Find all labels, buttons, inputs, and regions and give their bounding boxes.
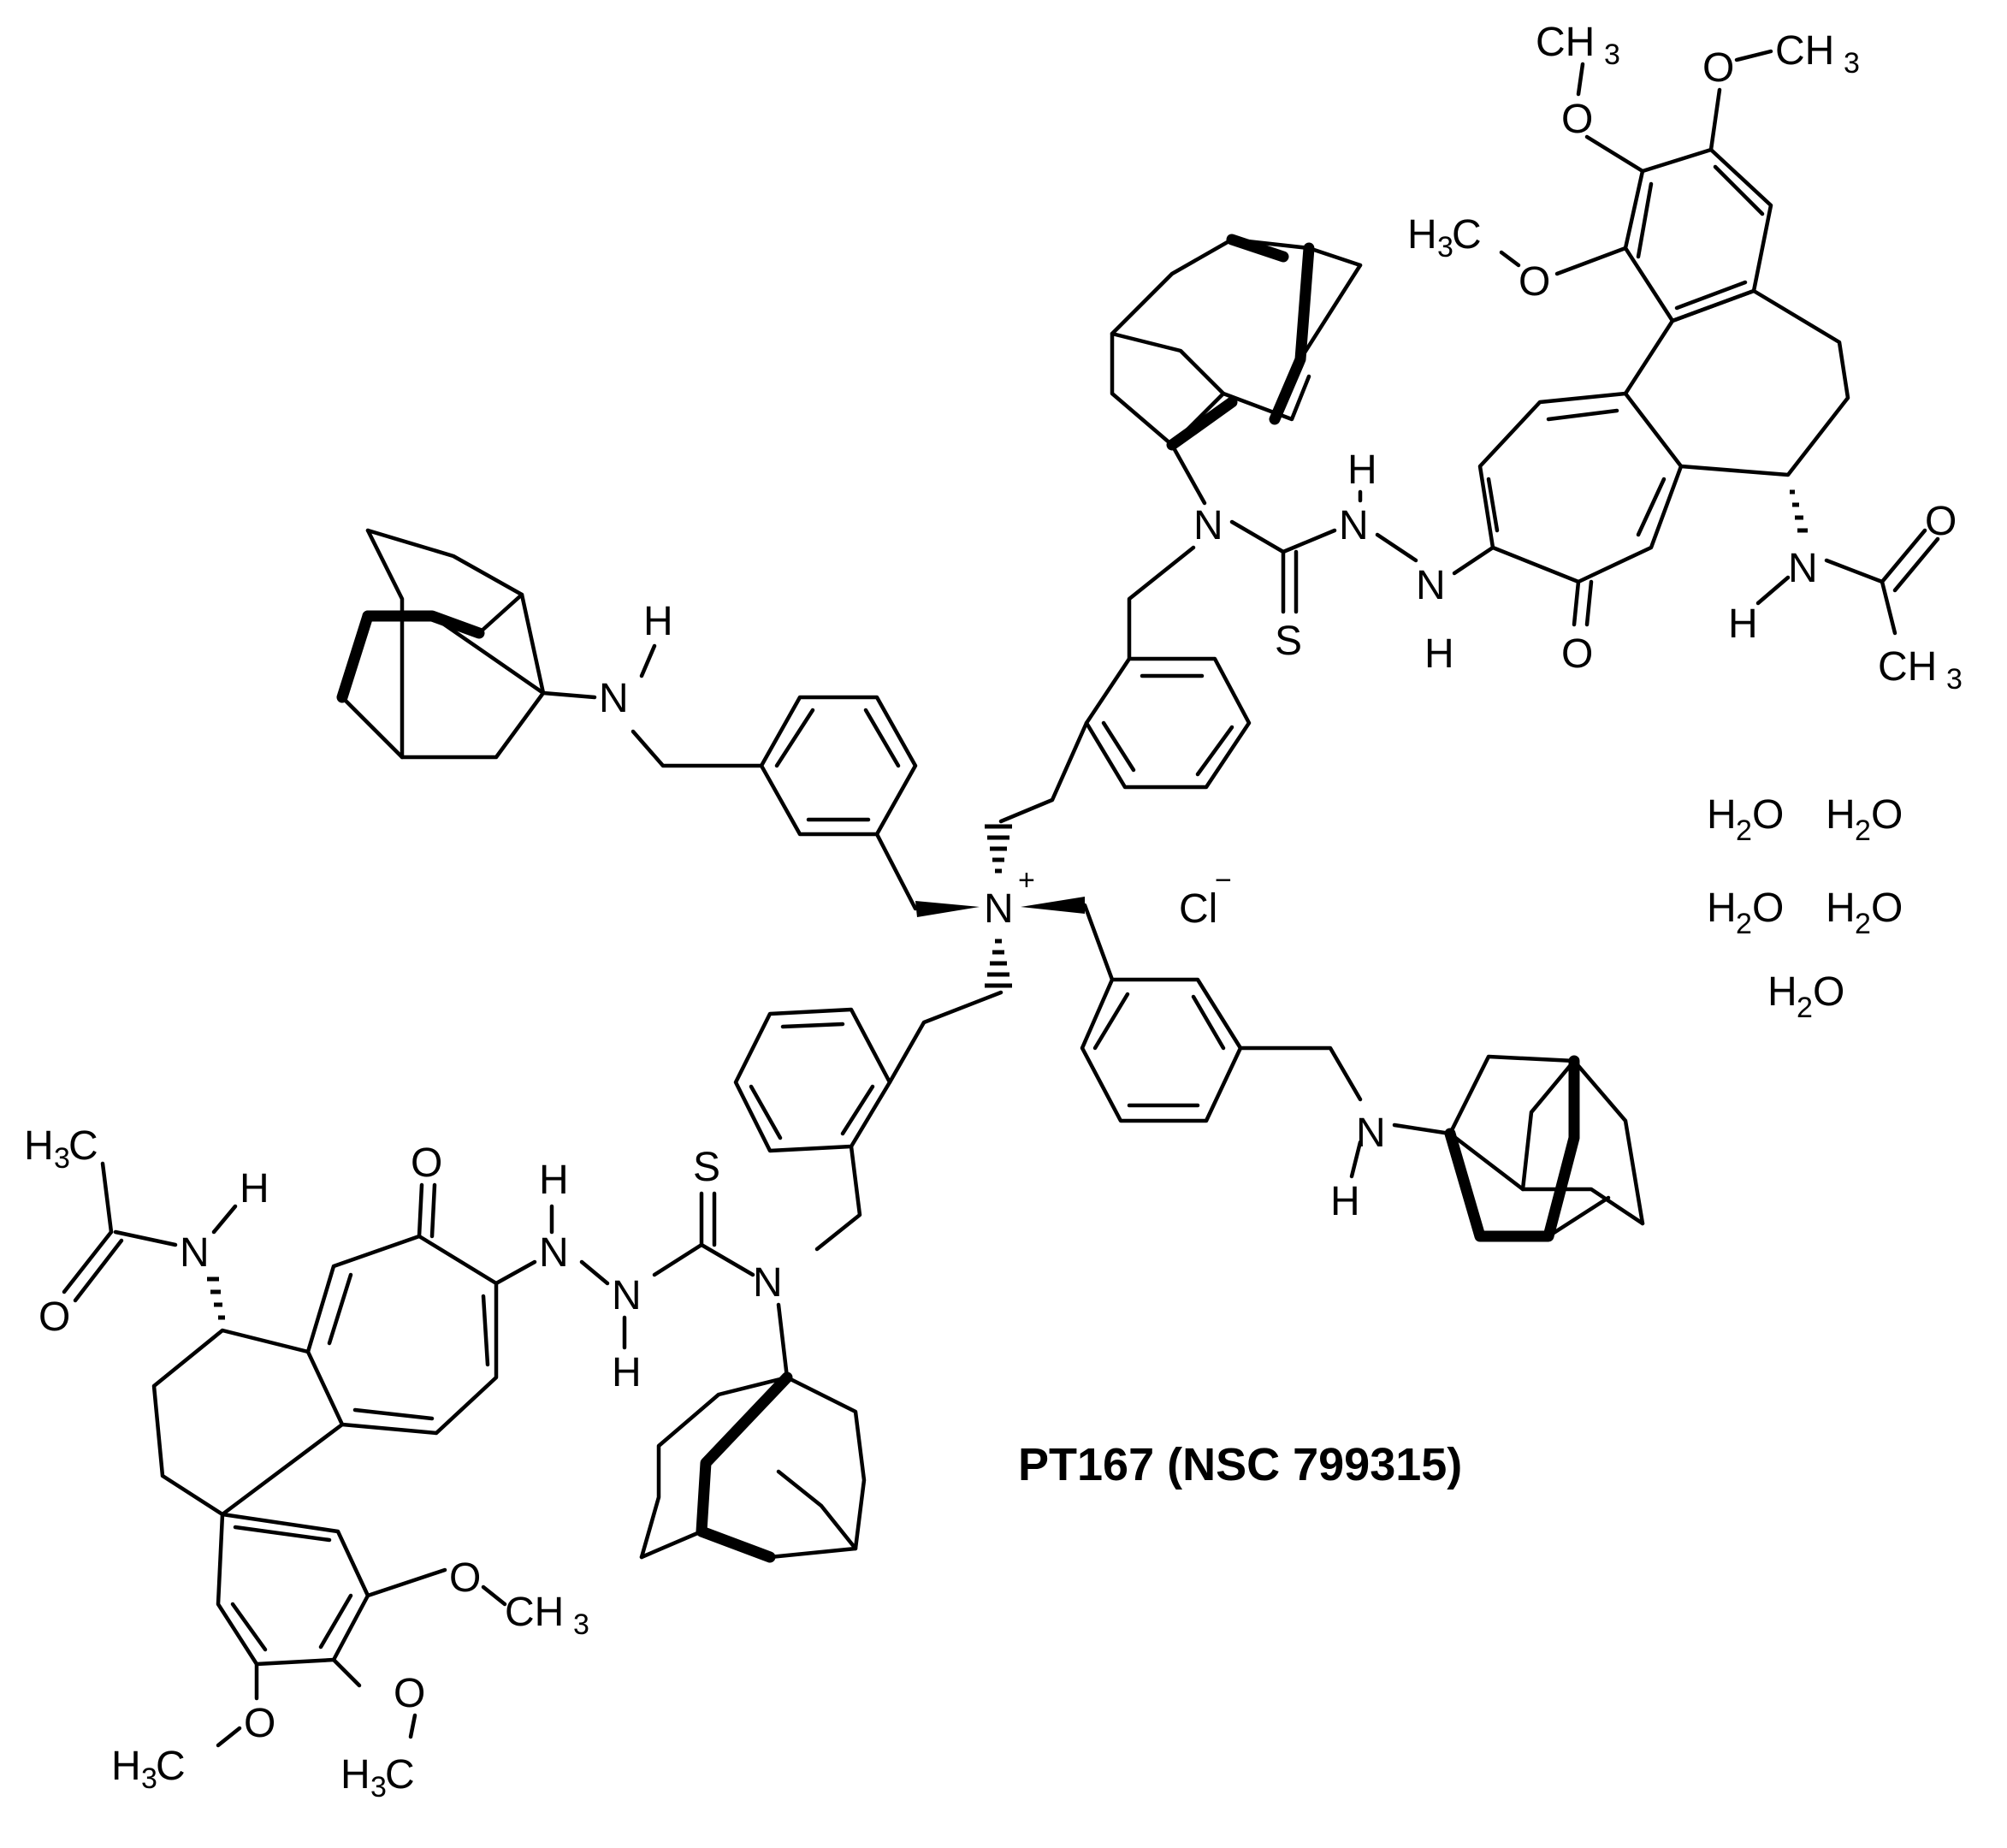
svg-text:2: 2 — [1736, 814, 1752, 847]
svg-text:H: H — [24, 1123, 54, 1169]
svg-text:2: 2 — [1797, 992, 1813, 1024]
svg-text:CH: CH — [1536, 20, 1595, 65]
lower-left-arm: N S N H N H O O — [24, 990, 1004, 1804]
svg-text:S: S — [693, 1145, 720, 1190]
svg-text:O: O — [1813, 969, 1844, 1015]
svg-text:H: H — [1424, 631, 1454, 677]
svg-text:CH: CH — [505, 1590, 564, 1635]
svg-text:N: N — [612, 1273, 642, 1318]
svg-text:O: O — [244, 1701, 275, 1746]
svg-text:C: C — [385, 1752, 415, 1798]
svg-text:H: H — [1826, 792, 1856, 838]
svg-text:3: 3 — [1946, 663, 1963, 696]
water-4: H 2 O — [1826, 886, 1903, 940]
svg-text:N: N — [1193, 503, 1223, 548]
svg-text:C: C — [1452, 212, 1482, 258]
upper-left-arm: N H — [336, 528, 918, 911]
chloride-ion: Cl − — [1179, 864, 1232, 932]
svg-text:H: H — [1347, 447, 1377, 493]
svg-text:H: H — [340, 1752, 370, 1798]
svg-text:H: H — [1707, 792, 1737, 838]
svg-text:H: H — [1707, 886, 1737, 931]
svg-text:N: N — [1356, 1111, 1386, 1156]
svg-text:3: 3 — [1604, 38, 1620, 71]
svg-text:N: N — [599, 676, 629, 721]
svg-text:O: O — [394, 1671, 425, 1716]
central-ammonium: N + — [915, 824, 1085, 988]
lower-right-arm: N H — [1080, 903, 1645, 1242]
svg-text:N: N — [1416, 563, 1446, 608]
svg-text:CH: CH — [1878, 644, 1937, 690]
svg-text:O: O — [1519, 259, 1550, 305]
water-2: H 2 O — [1826, 792, 1903, 847]
svg-text:3: 3 — [573, 1608, 589, 1641]
svg-text:N: N — [753, 1260, 783, 1306]
svg-text:O: O — [1752, 886, 1784, 931]
central-n-label: N — [984, 886, 1014, 932]
svg-text:O: O — [1925, 499, 1957, 544]
svg-text:O: O — [411, 1140, 442, 1186]
svg-text:O: O — [1752, 792, 1784, 838]
svg-text:3: 3 — [1437, 231, 1453, 264]
svg-text:2: 2 — [1736, 908, 1752, 940]
svg-text:H: H — [539, 1158, 569, 1203]
water-1: H 2 O — [1707, 792, 1784, 847]
svg-text:CH: CH — [1775, 28, 1834, 74]
svg-text:2: 2 — [1855, 814, 1871, 847]
svg-text:O: O — [1871, 886, 1903, 931]
water-3: H 2 O — [1707, 886, 1784, 940]
svg-text:O: O — [1561, 97, 1593, 142]
svg-text:H: H — [612, 1350, 642, 1395]
svg-text:O: O — [1702, 45, 1734, 91]
svg-text:S: S — [1275, 619, 1302, 664]
svg-text:H: H — [1330, 1179, 1360, 1224]
svg-text:O: O — [38, 1294, 70, 1340]
svg-text:N: N — [539, 1230, 569, 1276]
central-charge: + — [1018, 864, 1035, 897]
svg-text:C: C — [156, 1744, 186, 1789]
svg-text:H: H — [240, 1166, 269, 1211]
svg-text:H: H — [1826, 886, 1856, 931]
upper-right-arm: N S N H N H O — [998, 20, 1963, 824]
svg-text:O: O — [1871, 792, 1903, 838]
svg-text:3: 3 — [370, 1771, 387, 1804]
water-molecules: H 2 O H 2 O H 2 O H 2 O H 2 O — [1707, 792, 1903, 1024]
svg-text:H: H — [1407, 212, 1437, 258]
chloride-charge: − — [1215, 864, 1232, 897]
svg-text:N: N — [1788, 546, 1818, 591]
water-5: H 2 O — [1767, 969, 1844, 1024]
svg-text:H: H — [111, 1744, 141, 1789]
svg-text:N: N — [1339, 503, 1369, 548]
svg-text:C: C — [68, 1123, 98, 1169]
svg-text:H: H — [1767, 969, 1797, 1015]
chloride-label: Cl — [1179, 886, 1217, 932]
svg-text:3: 3 — [54, 1142, 70, 1175]
svg-text:N: N — [180, 1230, 210, 1276]
svg-text:3: 3 — [1844, 47, 1860, 80]
svg-text:O: O — [1561, 631, 1593, 677]
svg-text:O: O — [449, 1555, 481, 1601]
compound-title: PT167 (NSC 799315) — [1018, 1439, 1462, 1490]
svg-text:H: H — [643, 599, 673, 644]
svg-text:2: 2 — [1855, 908, 1871, 940]
svg-text:H: H — [1728, 601, 1758, 647]
svg-text:3: 3 — [141, 1762, 157, 1795]
